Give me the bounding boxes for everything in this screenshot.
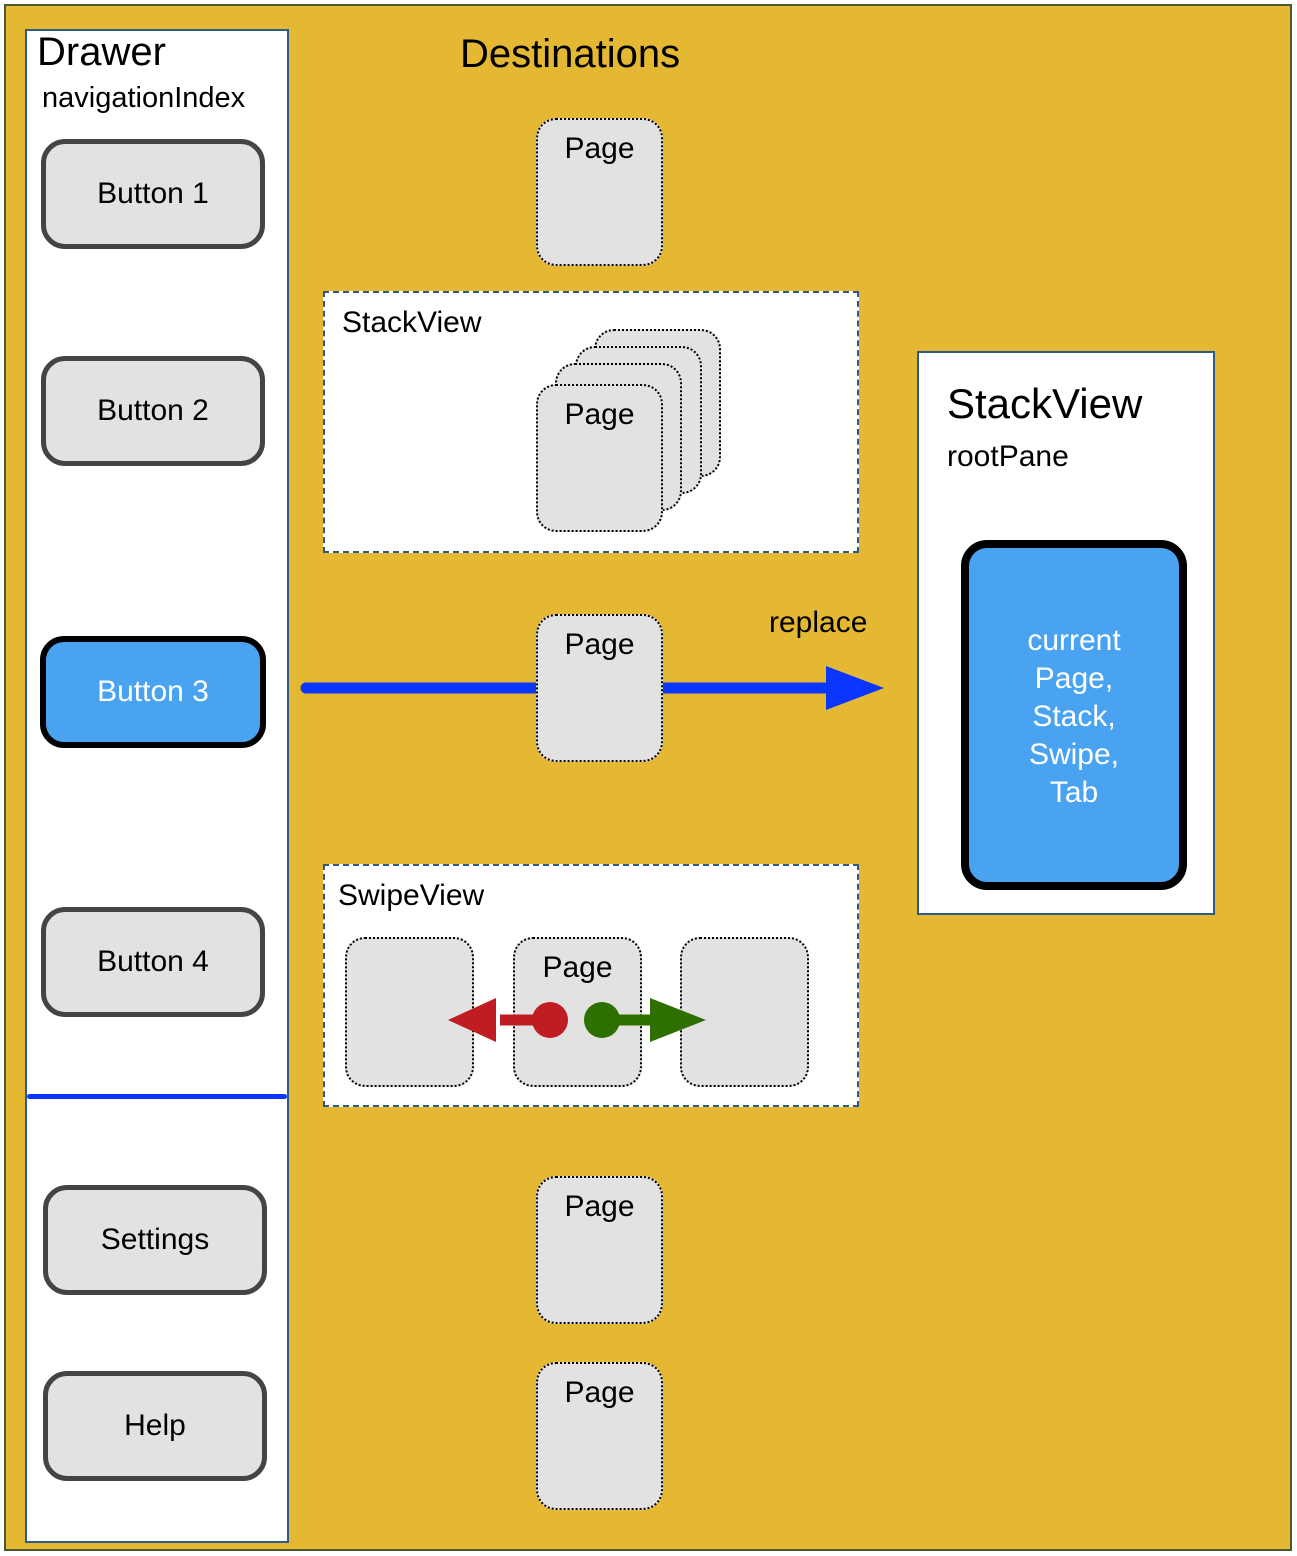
drawer-separator xyxy=(27,1094,287,1099)
drawer-button-2[interactable]: Button 2 xyxy=(41,356,265,466)
current-line: Tab xyxy=(1049,776,1099,809)
stacked-page-top: Page xyxy=(536,384,663,532)
current-line: Stack, xyxy=(1032,700,1116,733)
drawer-button-settings[interactable]: Settings xyxy=(43,1185,267,1295)
drawer-title: Drawer xyxy=(37,30,166,74)
current-line: current xyxy=(1027,624,1121,657)
drawer-panel xyxy=(25,29,289,1543)
destinations-title: Destinations xyxy=(460,32,681,76)
drawer-button-3[interactable]: Button 3 xyxy=(40,636,266,748)
replace-label: replace xyxy=(769,606,868,639)
current-line: Swipe, xyxy=(1028,738,1120,771)
swipe-page-right xyxy=(680,937,809,1087)
stackview-label: StackView xyxy=(342,306,482,339)
page-destination-3: Page xyxy=(536,614,663,762)
swipeview-label: SwipeView xyxy=(338,879,485,912)
current-item-box: current Page, Stack, Swipe, Tab xyxy=(961,540,1187,890)
current-line: Page, xyxy=(1034,662,1114,695)
root-stackview-subtitle: rootPane xyxy=(947,440,1069,473)
root-stackview-title: StackView xyxy=(947,380,1143,427)
page-destination-settings: Page xyxy=(536,1176,663,1324)
swipe-page-left xyxy=(345,937,474,1087)
swipe-page-center: Page xyxy=(513,937,642,1087)
page-destination-1: Page xyxy=(536,118,663,266)
page-destination-help: Page xyxy=(536,1362,663,1510)
drawer-subtitle: navigationIndex xyxy=(42,82,246,114)
drawer-button-help[interactable]: Help xyxy=(43,1371,267,1481)
drawer-button-4[interactable]: Button 4 xyxy=(41,907,265,1017)
drawer-button-1[interactable]: Button 1 xyxy=(41,139,265,249)
